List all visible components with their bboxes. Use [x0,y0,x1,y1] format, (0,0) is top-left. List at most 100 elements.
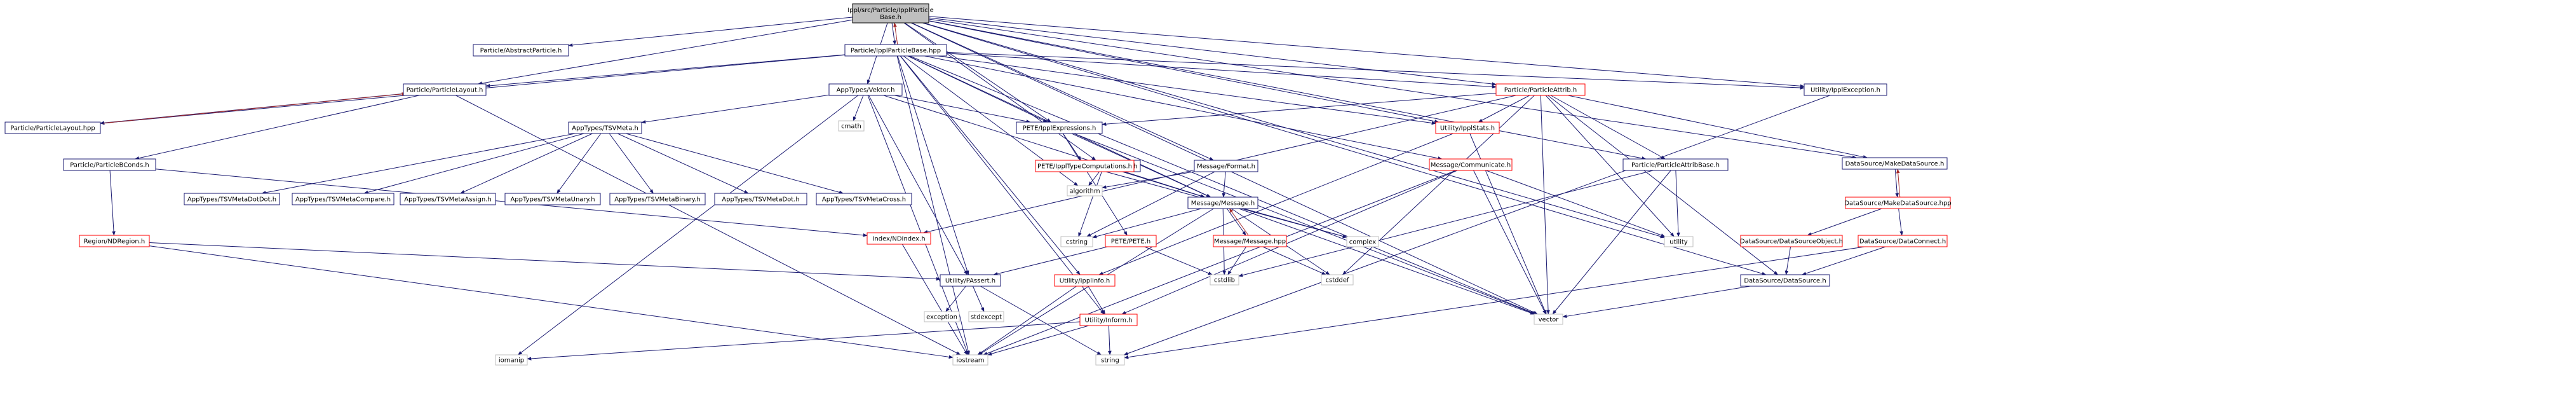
node-label: Message/Message.hpp [1214,238,1286,245]
edge-root-to-datasource [922,22,1767,275]
node-label: AppTypes/TSVMetaCompare.h [295,197,391,204]
edge-ipplinfo-to-iostream [977,286,1077,355]
node-label: utility [1669,239,1688,246]
edge-particleattribbase-to-utility [1675,170,1680,237]
node-tsvmeta[interactable]: AppTypes/TSVMeta.h [568,121,642,134]
node-cstddef: cstddef [1321,274,1354,286]
edge-particleattrib-to-ipplstats [1478,95,1530,123]
node-particlelayouthpp[interactable]: Particle/ParticleLayout.hpp [4,121,101,134]
node-box [828,83,903,96]
node-ipplstats[interactable]: Utility/IpplStats.h [1435,121,1500,134]
edge-dsobject-to-datasource [1784,246,1791,275]
node-box [1054,274,1116,287]
node-passert[interactable]: Utility/PAssert.h [940,274,1001,287]
node-petepete[interactable]: PETE/PETE.h [1105,235,1157,247]
edge-ipplinfo-to-inform [1088,286,1105,315]
node-ndregion[interactable]: Region/NDRegion.h [79,235,150,247]
edge-passert-to-stdexcept [972,286,985,312]
edge-particlebasehpp-to-root [893,22,898,45]
edge-particlebasehpp-to-vector [909,55,1537,315]
edge-ipplstats-to-ipplinfo [1098,133,1453,275]
node-label: AppTypes/TSVMetaDotDot.h [187,197,276,204]
edge-vektor-to-tsvmeta [641,94,830,124]
node-particleattrib[interactable]: Particle/ParticleAttrib.h [1495,83,1586,96]
edge-inform-to-iomanip [527,321,1081,361]
node-label: Utility/IpplException.h [1811,87,1880,94]
node-dsobject[interactable]: DataSource/DataSourceObject.h [1740,235,1843,247]
edge-tsvmeta-to-tsvcross [626,133,844,195]
node-label: Ippl/src/Particle/IpplParticle [847,7,933,14]
node-ipplexception[interactable]: Utility/IpplException.h [1804,83,1887,96]
node-tsvunary[interactable]: AppTypes/TSVMetaUnary.h [504,193,601,205]
node-exception: exception [924,311,960,322]
node-label: DataSource/DataConnect.h [1859,238,1946,245]
node-box [852,3,929,24]
node-messagehpp[interactable]: Message/Message.hpp [1213,235,1287,247]
node-tsvdot[interactable]: AppTypes/TSVMetaDot.h [714,193,807,205]
node-message[interactable]: Message/Message.h [1187,197,1258,209]
node-box [184,193,280,205]
node-label: AppTypes/TSVMetaDot.h [722,197,799,204]
node-ippltypecomp[interactable]: PETE/IpplTypeComputations.h [1035,160,1135,172]
node-format[interactable]: Message/Format.h [1194,160,1258,172]
node-datasource[interactable]: DataSource/DataSource.h [1740,274,1830,287]
node-box [1435,121,1500,134]
node-dataconnect[interactable]: DataSource/DataConnect.h [1858,235,1948,247]
node-communicate[interactable]: Message/Communicate.h [1429,158,1513,171]
node-box [1740,235,1843,247]
node-particlebasehpp[interactable]: Particle/IpplParticleBase.hpp [844,44,947,57]
node-box [609,193,706,205]
node-box [79,235,150,247]
edge-format-to-cstring [1086,171,1215,237]
node-abstractparticle[interactable]: Particle/AbstractParticle.h [473,44,569,57]
node-box [504,193,601,205]
node-label: AppTypes/TSVMetaAssign.h [404,197,491,204]
edge-particleattrib-to-pete [1102,93,1497,126]
node-root[interactable]: Ippl/src/Particle/IpplParticleBase.h [847,3,934,24]
node-box [568,121,642,134]
edge-tsvmeta-to-tsvassign [460,133,593,194]
node-pete[interactable]: PETE/IpplExpressions.h [1016,121,1103,134]
edge-root-to-ipplstats [928,20,1440,123]
node-box [292,193,394,205]
node-tsvcompare[interactable]: AppTypes/TSVMetaCompare.h [292,193,394,205]
edge-pete-to-vector [1074,133,1536,315]
edge-ndindex-to-iostream [901,244,968,355]
node-ipplinfo[interactable]: Utility/IpplInfo.h [1054,274,1116,287]
node-particlelayouth[interactable]: Particle/ParticleLayout.h [403,83,487,96]
edge-msgbuffer-to-message [1122,171,1205,198]
node-box [1664,236,1694,247]
node-label: AppTypes/TSVMetaUnary.h [510,197,595,204]
edge-makedatasourcehpp-to-dsobject [1807,208,1882,236]
node-box [1858,235,1948,247]
node-particlebconds[interactable]: Particle/ParticleBConds.h [63,158,156,171]
node-makedatasource[interactable]: DataSource/MakeDataSource.h [1842,157,1948,170]
node-label: Index/NDIndex.h [872,236,925,243]
node-box [1622,158,1729,171]
edge-root-to-particleattribbase [928,20,1647,160]
edge-particlebconds-to-ndregion [109,170,116,236]
node-tsvdotdot[interactable]: AppTypes/TSVMetaDotDot.h [184,193,280,205]
edge-root-to-format [911,22,1214,161]
node-tsvcross[interactable]: AppTypes/TSVMetaCross.h [816,193,912,205]
node-makedatasourcehpp[interactable]: DataSource/MakeDataSource.hpp [1844,197,1952,209]
edge-passert-to-exception [945,286,966,312]
edge-root-to-particlebasehpp [891,22,896,45]
node-label: PETE/IpplExpressions.h [1023,125,1096,132]
edge-particlebasehpp-to-ipplexception [946,52,1805,90]
edge-particleattrib-to-vector [1540,95,1550,315]
node-inform[interactable]: Utility/Inform.h [1079,314,1138,326]
edge-ndregion-to-iostream [149,245,954,359]
node-string: string [1095,354,1125,366]
node-label: DataSource/MakeDataSource.hpp [1844,200,1951,207]
node-vektor[interactable]: AppTypes/Vektor.h [828,83,903,96]
node-box [1187,197,1258,209]
edge-root-to-abstractparticle [568,17,853,47]
node-label: DataSource/DataSource.h [1744,278,1826,285]
node-particleattribbase[interactable]: Particle/ParticleAttribBase.h [1622,158,1729,171]
node-box [1067,185,1103,197]
node-ndindex[interactable]: Index/NDIndex.h [867,232,931,245]
node-label: exception [926,314,957,321]
node-tsvassign[interactable]: AppTypes/TSVMetaAssign.h [400,193,496,205]
node-tsvbinary[interactable]: AppTypes/TSVMetaBinary.h [609,193,706,205]
